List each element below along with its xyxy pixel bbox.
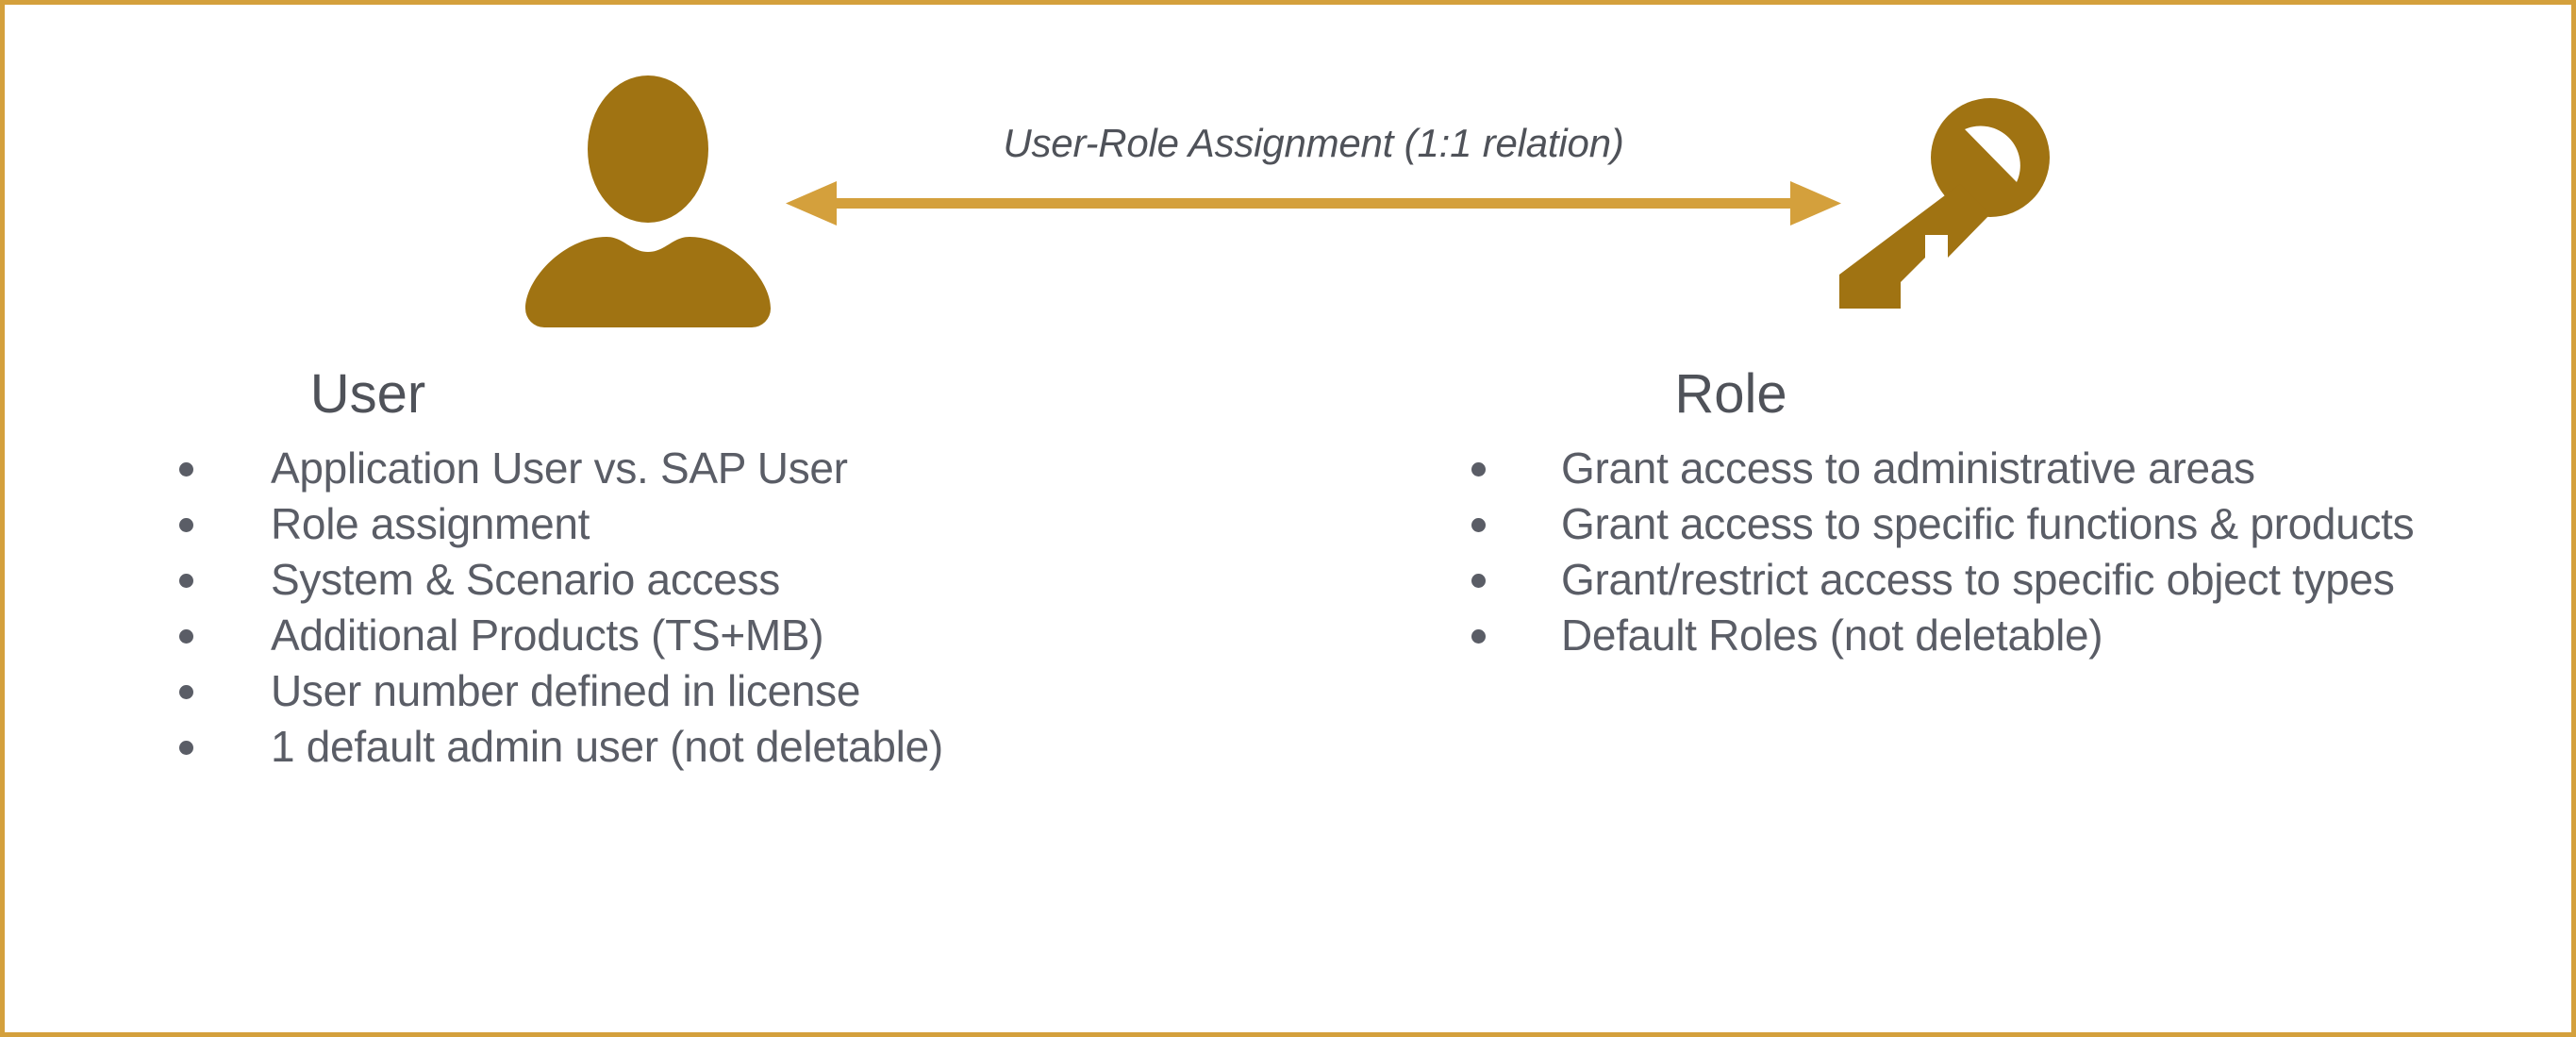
list-item: Additional Products (TS+MB): [80, 609, 1250, 661]
relation-label: User-Role Assignment (1:1 relation): [1003, 121, 1624, 165]
list-item-label: Grant access to administrative areas: [1561, 443, 2255, 493]
list-item-label: Additional Products (TS+MB): [271, 610, 824, 661]
list-item: System & Scenario access: [80, 553, 1250, 606]
bullet-dot-icon: [1471, 461, 1486, 477]
list-item: Grant access to administrative areas: [1372, 442, 2504, 494]
list-item-label: Grant/restrict access to specific object…: [1561, 554, 2395, 604]
column-role: Role Grant access to administrative area…: [1372, 363, 2504, 664]
bullet-dot-icon: [179, 461, 193, 477]
column-role-title: Role: [1674, 363, 1787, 425]
list-item-label: Application User vs. SAP User: [271, 443, 848, 493]
column-user: User Application User vs. SAP User Role …: [80, 363, 1250, 776]
column-user-title: User: [309, 363, 426, 425]
relation-arrow: [778, 170, 1849, 236]
bullet-dot-icon: [179, 573, 193, 588]
bullet-dot-icon: [179, 685, 193, 700]
bullet-dot-icon: [179, 629, 193, 644]
list-item-label: Role assignment: [271, 498, 590, 548]
list-item-label: 1 default admin user (not deletable): [271, 722, 943, 772]
list-item: Grant/restrict access to specific object…: [1372, 553, 2504, 606]
bullet-dot-icon: [179, 517, 193, 532]
list-item-label: System & Scenario access: [271, 554, 780, 604]
bullet-dot-icon: [1471, 517, 1486, 532]
bullet-dot-icon: [179, 741, 193, 756]
list-item: Application User vs. SAP User: [80, 442, 1250, 494]
list-item-label: User number defined in license: [271, 666, 861, 716]
user-icon: [514, 52, 797, 335]
bullet-dot-icon: [1471, 629, 1486, 644]
list-item: User number defined in license: [80, 664, 1250, 717]
column-user-bullet-list: Application User vs. SAP User Role assig…: [80, 442, 1250, 774]
column-role-bullet-list: Grant access to administrative areas Gra…: [1372, 442, 2504, 661]
list-item: 1 default admin user (not deletable): [80, 720, 1250, 773]
key-icon: [1797, 42, 2080, 326]
list-item: Grant access to specific functions & pro…: [1372, 497, 2504, 550]
list-item: Default Roles (not deletable): [1372, 609, 2504, 661]
bullet-dot-icon: [1471, 573, 1486, 588]
list-item-label: Default Roles (not deletable): [1561, 610, 2103, 661]
list-item: Role assignment: [80, 497, 1250, 550]
list-item-label: Grant access to specific functions & pro…: [1561, 498, 2415, 548]
